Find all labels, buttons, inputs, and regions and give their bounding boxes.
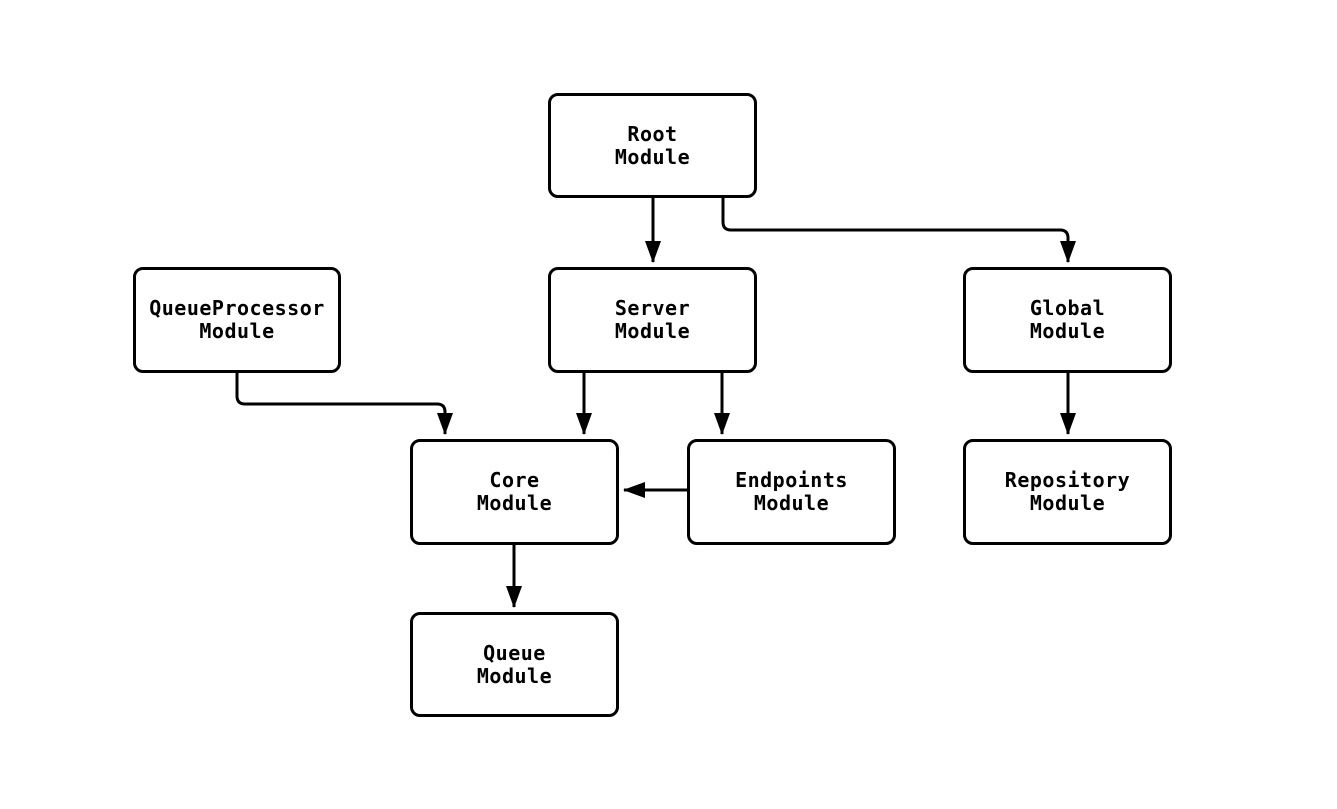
node-queue-module: Queue Module [410,612,619,717]
node-server-module: Server Module [548,267,757,373]
edge-root-to-global [721,198,1076,263]
node-queueprocessor-module: QueueProcessor Module [133,267,341,373]
node-repository-module: Repository Module [963,439,1172,545]
node-root-module: Root Module [548,93,757,198]
node-global-module: Global Module [963,267,1172,373]
node-core-module: Core Module [410,439,619,545]
node-endpoints-module: Endpoints Module [687,439,896,545]
edge-queueprocessor-to-core [235,373,453,435]
